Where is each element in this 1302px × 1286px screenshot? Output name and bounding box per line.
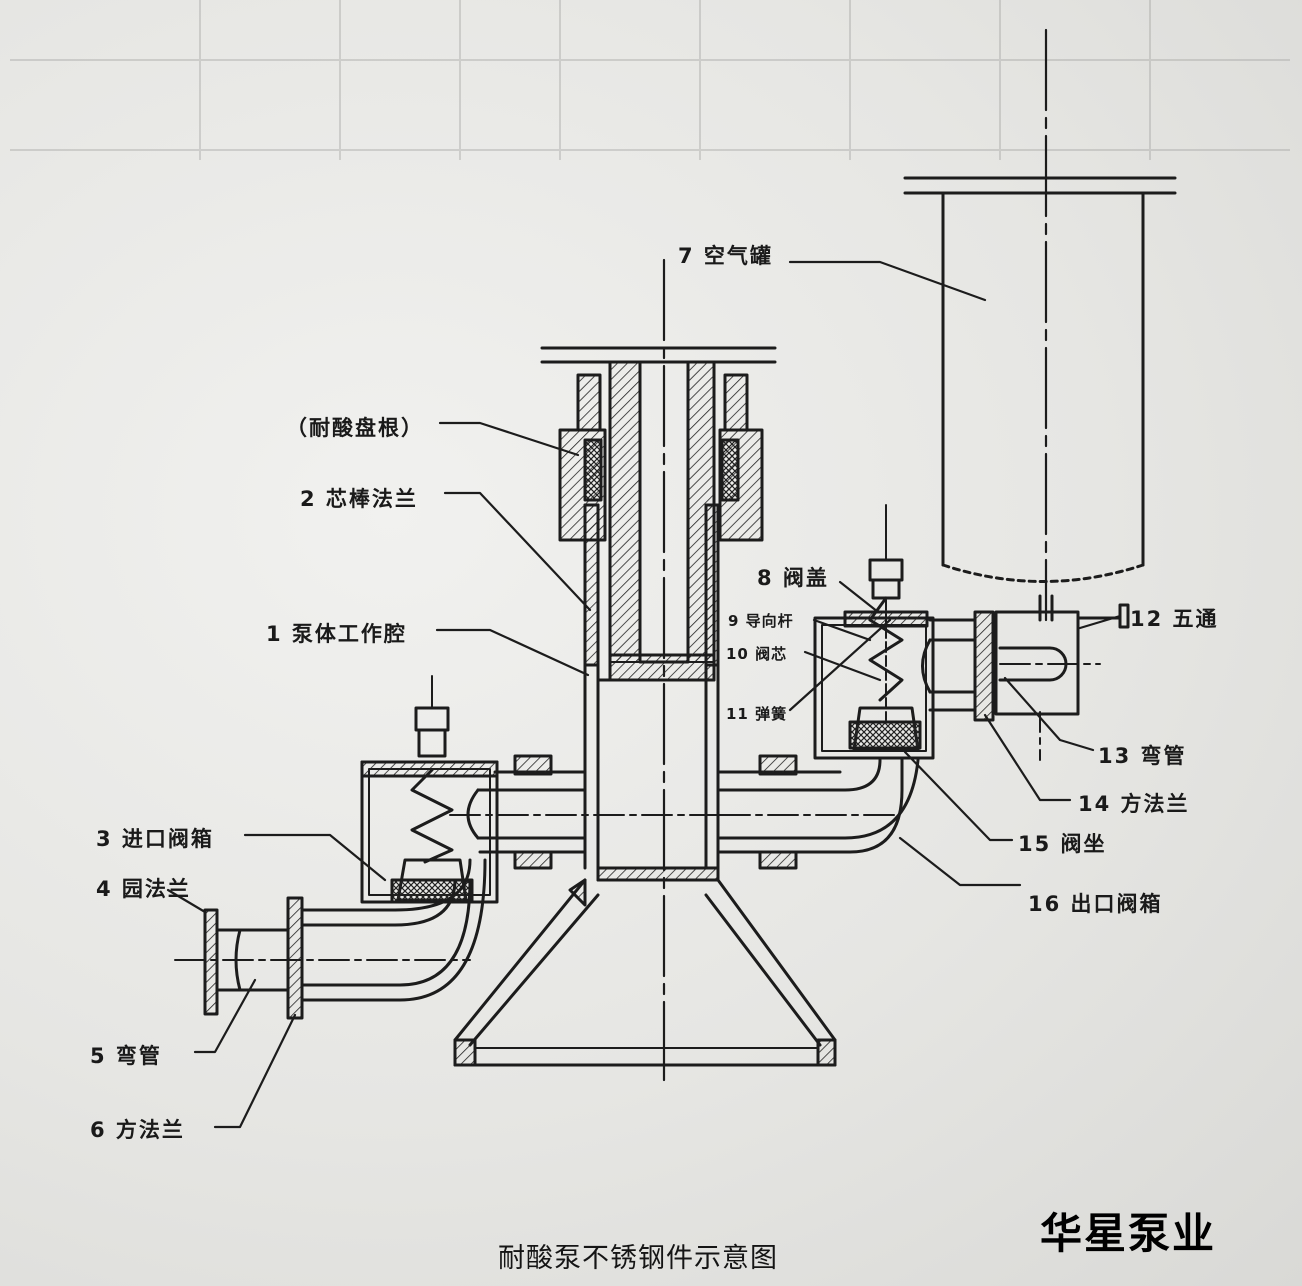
inlet-bend-pipe: [174, 858, 487, 1020]
base-cone: [453, 878, 837, 1067]
label-spring: 11 弹簧: [726, 705, 788, 723]
label-pump-chamber: 1 泵体工作腔: [266, 622, 407, 646]
label-valve-cover: 8 阀盖: [757, 566, 829, 590]
square-flange-14: [973, 610, 995, 722]
mandrel: [540, 258, 777, 1082]
label-valve-seat: 15 阀坐: [1018, 832, 1107, 856]
inlet-valve-box: [360, 675, 499, 904]
outlet-valve-box: [813, 504, 935, 760]
label-valve-core: 10 阀芯: [726, 645, 788, 663]
brand-watermark: 华星泵业: [1040, 1209, 1217, 1258]
label-guide-rod: 9 导向杆: [728, 612, 794, 630]
outlet-pipe: [716, 754, 920, 870]
label-bend-pipe-13: 13 弯管: [1098, 744, 1187, 768]
label-mandrel-flange: 2 芯棒法兰: [300, 487, 418, 511]
bend-pipe-13: [928, 618, 977, 712]
label-inlet-valve-box: 3 进口阀箱: [96, 827, 214, 851]
figure-caption: 耐酸泵不锈钢件示意图: [498, 1243, 778, 1274]
leader-lines: [166, 260, 1122, 1129]
label-acid-packing: （耐酸盘根）: [286, 416, 424, 440]
show-through-table: [10, 0, 1290, 160]
label-round-flange: 4 园法兰: [96, 877, 191, 901]
label-five-way: 12 五通: [1130, 607, 1219, 631]
label-bend-pipe-5: 5 弯管: [90, 1044, 162, 1068]
air-tank: [903, 28, 1177, 622]
packing-gland: [558, 373, 764, 542]
label-air-tank: 7 空气罐: [678, 244, 773, 268]
label-square-flange-14: 14 方法兰: [1078, 792, 1190, 816]
label-square-flange-6: 6 方法兰: [90, 1118, 185, 1142]
five-way-fitting: [994, 603, 1130, 761]
label-outlet-valve-box: 16 出口阀箱: [1028, 892, 1163, 916]
